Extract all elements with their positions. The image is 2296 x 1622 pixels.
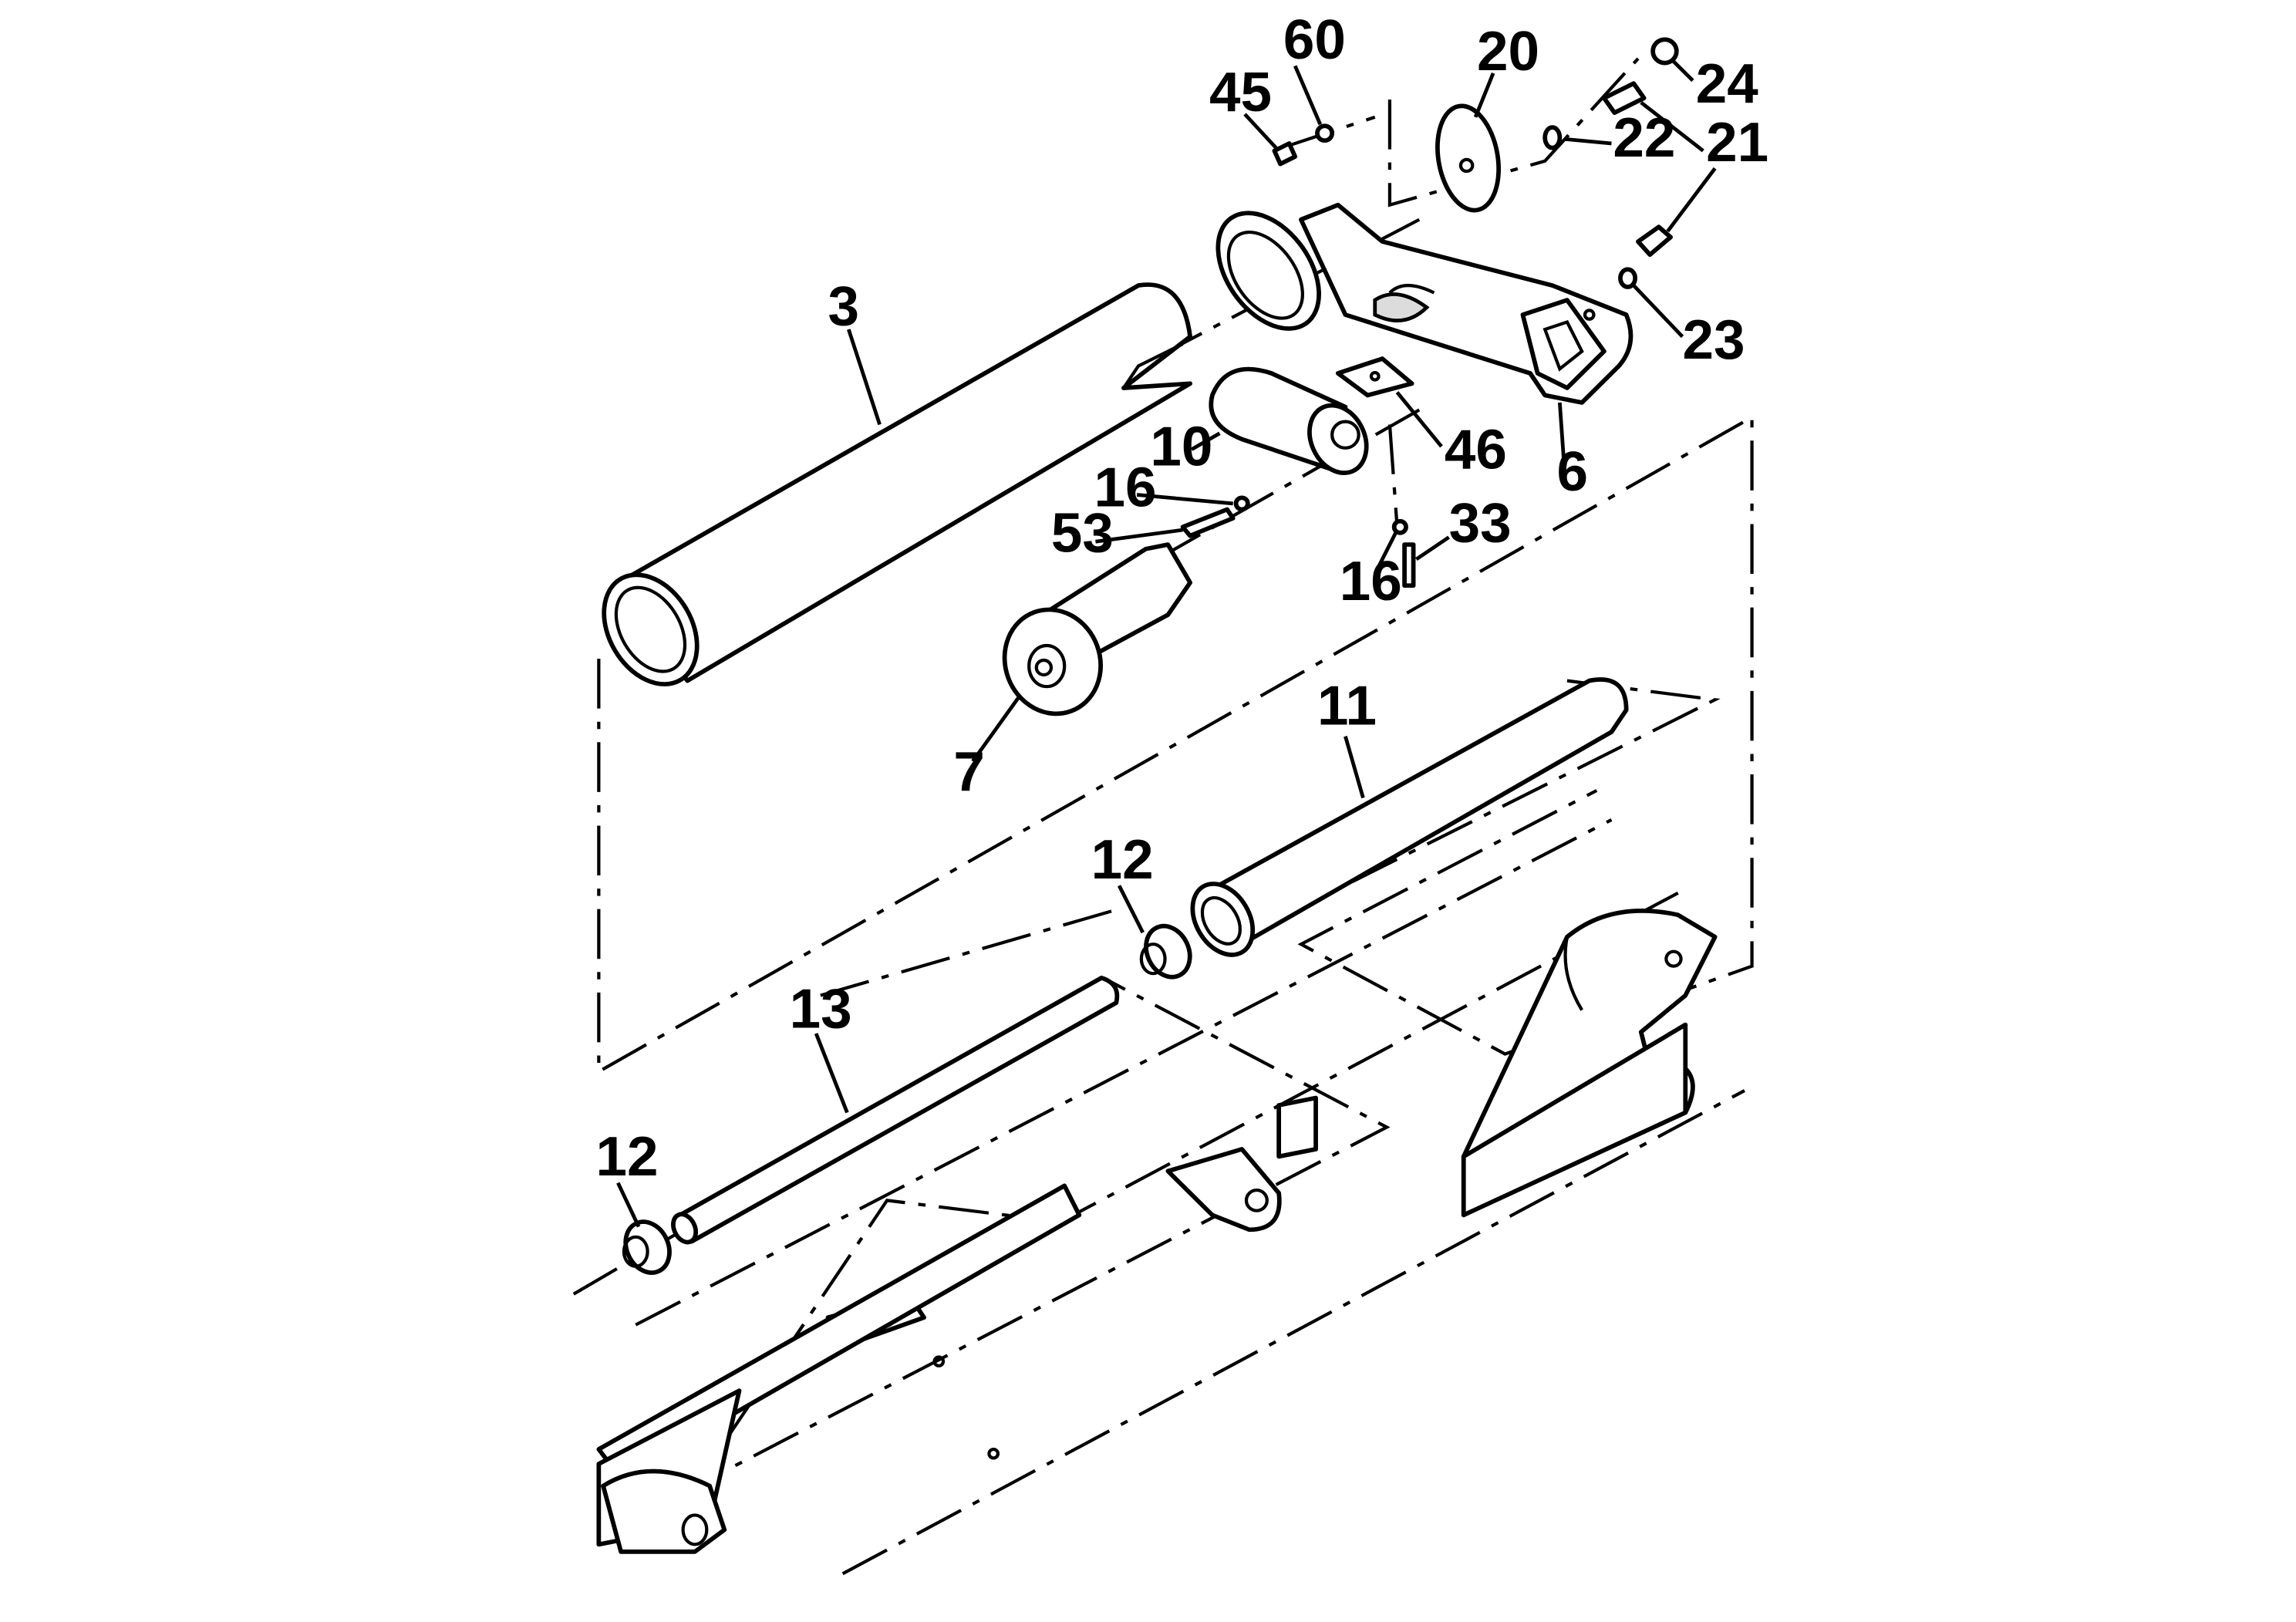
- callout-leaders: [616, 60, 1717, 1228]
- callout-6: 6: [1557, 440, 1589, 503]
- callout-21: 21: [1706, 111, 1768, 174]
- callout-16-lower: 16: [1340, 551, 1402, 613]
- callout-7: 7: [953, 740, 985, 803]
- part-10-cylinder: [1209, 366, 1369, 475]
- callout-60: 60: [1283, 8, 1346, 71]
- hardware-small-parts: [1180, 37, 1679, 588]
- callout-16-upper: 16: [1094, 457, 1157, 519]
- callout-23: 23: [1682, 309, 1745, 371]
- part-11-piston-tube: [1190, 677, 1629, 957]
- callout-3: 3: [828, 275, 859, 338]
- callout-33: 33: [1449, 492, 1512, 555]
- callout-12-upper: 12: [1091, 828, 1154, 891]
- boom-base-assembly: [596, 909, 1718, 1554]
- part-13-rod: [671, 976, 1120, 1245]
- part-46-plate: [1335, 356, 1414, 398]
- callout-10: 10: [1150, 416, 1212, 478]
- part-12-bushing-lower: [622, 1219, 672, 1275]
- part-7-roller: [1002, 542, 1193, 717]
- part-6-head-clevis: [1215, 202, 1633, 405]
- callout-46: 46: [1445, 419, 1507, 481]
- callout-labels: 60 20 45 24 22 21 3 23 10 46 6 16 53 33 …: [596, 8, 1769, 1188]
- callout-24: 24: [1696, 52, 1758, 115]
- callout-13: 13: [790, 978, 852, 1040]
- callout-53: 53: [1051, 502, 1114, 565]
- callout-22: 22: [1613, 106, 1675, 169]
- callout-20: 20: [1477, 20, 1539, 83]
- callout-11: 11: [1317, 675, 1377, 737]
- part-3-outer-tube: [602, 282, 1193, 686]
- callout-45: 45: [1209, 62, 1272, 124]
- part-12-bushing-upper: [1139, 923, 1192, 980]
- callout-12-lower: 12: [596, 1125, 659, 1188]
